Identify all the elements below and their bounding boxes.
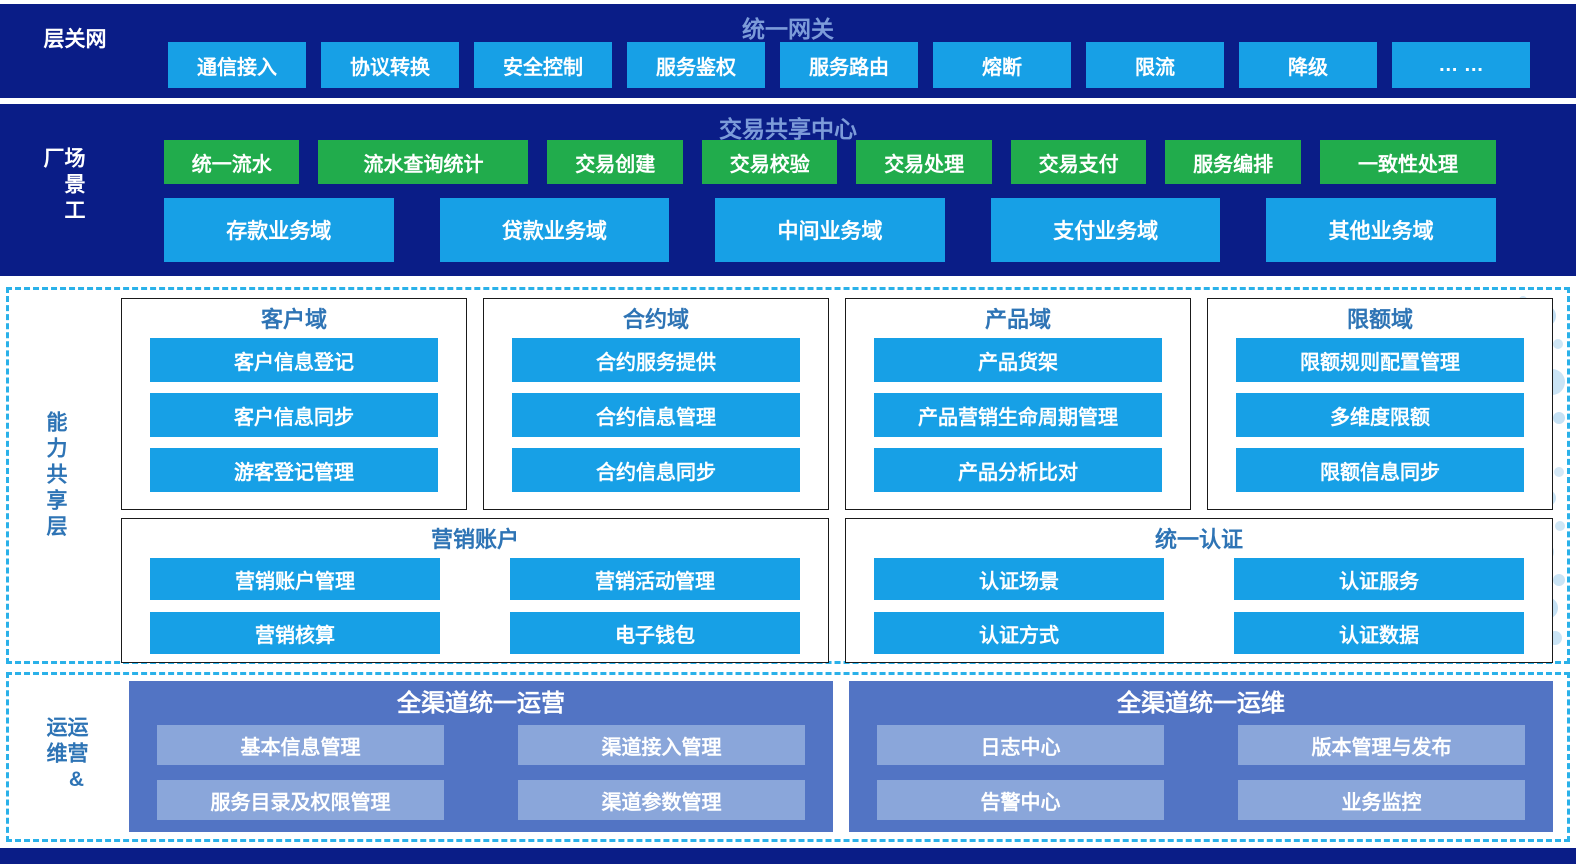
- gateway-service-block: 安全控制: [474, 42, 612, 88]
- business-domain-block: 存款业务域: [164, 198, 394, 262]
- capability-block: 产品货架: [874, 338, 1162, 382]
- capability-group-box: 营销账户 营销账户管理 营销活动管理 营销核算 电子钱包: [121, 518, 829, 663]
- operations-group-title: 全渠道统一运维: [1117, 690, 1285, 717]
- operations-block: 告警中心: [877, 780, 1164, 820]
- gateway-service-block: 服务鉴权: [627, 42, 765, 88]
- transaction-service-block: 交易支付: [1010, 140, 1147, 184]
- capability-group-items: 限额规则配置管理 多维度限额 限额信息同步: [1236, 338, 1524, 492]
- capability-group-items: 营销账户管理 营销活动管理 营销核算 电子钱包: [150, 558, 800, 654]
- capability-block: 合约信息同步: [512, 448, 800, 492]
- gateway-service-block: 通信接入: [168, 42, 306, 88]
- capability-group-title: 客户域: [260, 307, 327, 332]
- gateway-service-block: 限流: [1086, 42, 1224, 88]
- transaction-center-title: 交易共享中心: [719, 116, 857, 142]
- capability-group-box: 客户域 客户信息登记 客户信息同步 游客登记管理: [121, 298, 467, 510]
- capability-group-title: 限额域: [1346, 307, 1413, 332]
- business-domain-block: 支付业务域: [990, 198, 1221, 262]
- capability-group-title: 合约域: [622, 307, 689, 332]
- capability-block: 多维度限额: [1236, 393, 1524, 437]
- operations-block: 渠道参数管理: [518, 780, 805, 820]
- gateway-service-block: 协议转换: [321, 42, 459, 88]
- gateway-layer: 网关层 统一网关 通信接入 协议转换 安全控制 服务鉴权 服务路由 熔断 限流 …: [0, 4, 1576, 98]
- capability-block: 客户信息同步: [150, 393, 438, 437]
- scenario-layer-label: 场景工厂: [41, 147, 85, 225]
- capability-block: 产品营销生命周期管理: [874, 393, 1162, 437]
- capability-group-title: 统一认证: [1154, 527, 1243, 552]
- capability-block: 游客登记管理: [150, 448, 438, 492]
- capability-group-title: 产品域: [984, 307, 1051, 332]
- capability-group-box: 限额域 限额规则配置管理 多维度限额 限额信息同步: [1207, 298, 1553, 510]
- capability-block: 合约服务提供: [512, 338, 800, 382]
- operations-layer: 运营&运维 全渠道统一运营 基本信息管理 渠道接入管理 服务目录及权限管理: [6, 672, 1570, 842]
- operations-group-items: 日志中心 版本管理与发布 告警中心 业务监控: [877, 725, 1525, 820]
- transaction-service-row: 统一流水 流水查询统计 交易创建 交易校验 交易处理 交易支付 服务编排 一致性…: [164, 140, 1497, 184]
- capability-group-title: 营销账户: [430, 527, 519, 552]
- operations-group-box: 全渠道统一运维 日志中心 版本管理与发布 告警中心 业务监控: [849, 681, 1553, 832]
- capability-block: 营销账户管理: [150, 558, 440, 600]
- gateway-service-block: 服务路由: [780, 42, 918, 88]
- transaction-service-block: 交易校验: [701, 140, 838, 184]
- capability-group-box: 产品域 产品货架 产品营销生命周期管理 产品分析比对: [845, 298, 1191, 510]
- capability-group-box: 统一认证 认证场景 认证服务 认证方式 认证数据: [845, 518, 1553, 663]
- capability-group-items: 认证场景 认证服务 认证方式 认证数据: [874, 558, 1524, 654]
- capability-block: 认证服务: [1234, 558, 1524, 600]
- capability-block: 合约信息管理: [512, 393, 800, 437]
- operations-group-title: 全渠道统一运营: [397, 690, 565, 717]
- capability-groups-row2: 营销账户 营销账户管理 营销活动管理 营销核算 电子钱包: [121, 518, 1553, 663]
- capability-block: 营销核算: [150, 612, 440, 654]
- capability-block: 产品分析比对: [874, 448, 1162, 492]
- gateway-service-row: 通信接入 协议转换 安全控制 服务鉴权 服务路由 熔断 限流 降级 … …: [168, 42, 1530, 88]
- business-domain-block: 中间业务域: [715, 198, 945, 262]
- capability-block: 电子钱包: [510, 612, 800, 654]
- transaction-service-block: 交易处理: [856, 140, 992, 184]
- operations-block: 渠道接入管理: [518, 725, 805, 765]
- capability-layer-label: 能力共享层: [44, 410, 67, 541]
- business-domain-block: 其他业务域: [1266, 198, 1496, 262]
- operations-group-items: 基本信息管理 渠道接入管理 服务目录及权限管理 渠道参数管理: [157, 725, 805, 820]
- gateway-service-block: 降级: [1239, 42, 1377, 88]
- transaction-service-block: 服务编排: [1165, 140, 1301, 184]
- capability-block: 限额信息同步: [1236, 448, 1524, 492]
- transaction-service-block: 一致性处理: [1319, 140, 1497, 184]
- scenario-factory-layer: 场景工厂 交易共享中心 统一流水 流水查询统计 交易创建 交易校验 交易处理 交…: [0, 104, 1576, 276]
- capability-sharing-layer: 能力共享层 客户域 客户信息登记 客户信息同步 游客登记管理: [6, 287, 1570, 664]
- capability-block: 限额规则配置管理: [1236, 338, 1524, 382]
- operations-block: 版本管理与发布: [1238, 725, 1525, 765]
- capability-groups-row1: 客户域 客户信息登记 客户信息同步 游客登记管理 合约域: [121, 298, 1553, 510]
- capability-block: 客户信息登记: [150, 338, 438, 382]
- capability-block: 认证数据: [1234, 612, 1524, 654]
- operations-block: 基本信息管理: [157, 725, 444, 765]
- transaction-service-block: 交易创建: [547, 140, 683, 184]
- capability-group-box: 合约域 合约服务提供 合约信息管理 合约信息同步: [483, 298, 829, 510]
- bottom-bar: [0, 848, 1576, 864]
- gateway-service-block: 熔断: [933, 42, 1071, 88]
- transaction-service-block: 流水查询统计: [318, 140, 529, 184]
- operations-block: 日志中心: [877, 725, 1164, 765]
- business-domain-block: 贷款业务域: [439, 198, 670, 262]
- transaction-service-block: 统一流水: [164, 140, 300, 184]
- business-domain-row: 存款业务域 贷款业务域 中间业务域 支付业务域 其他业务域: [164, 198, 1496, 262]
- gateway-service-block: … …: [1392, 42, 1530, 88]
- capability-group-items: 产品货架 产品营销生命周期管理 产品分析比对: [874, 338, 1162, 492]
- operations-groups: 全渠道统一运营 基本信息管理 渠道接入管理 服务目录及权限管理 渠道参数管理: [129, 681, 1553, 832]
- capability-group-items: 合约服务提供 合约信息管理 合约信息同步: [512, 338, 800, 492]
- operations-group-box: 全渠道统一运营 基本信息管理 渠道接入管理 服务目录及权限管理 渠道参数管理: [129, 681, 833, 832]
- capability-block: 认证方式: [874, 612, 1164, 654]
- gateway-title: 统一网关: [742, 16, 834, 42]
- capability-group-items: 客户信息登记 客户信息同步 游客登记管理: [150, 338, 438, 492]
- capability-block: 认证场景: [874, 558, 1164, 600]
- capability-block: 营销活动管理: [510, 558, 800, 600]
- operations-block: 服务目录及权限管理: [157, 780, 444, 820]
- gateway-layer-label: 网关层: [41, 27, 106, 54]
- operations-block: 业务监控: [1238, 780, 1525, 820]
- operations-layer-label: 运营&运维: [44, 716, 88, 796]
